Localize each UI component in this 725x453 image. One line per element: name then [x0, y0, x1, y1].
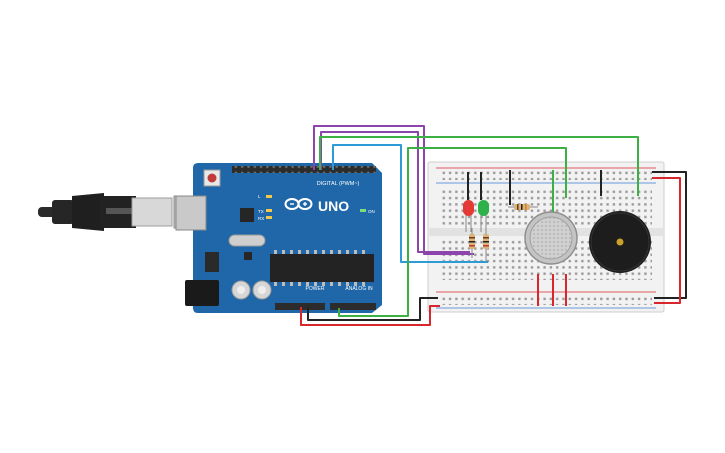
analog-header[interactable] — [330, 303, 376, 310]
reset-button[interactable] — [203, 169, 221, 187]
led-red[interactable] — [463, 200, 474, 232]
wire-red-5v[interactable] — [300, 305, 440, 326]
wire-green-1[interactable] — [319, 136, 639, 196]
wire-blue[interactable] — [332, 144, 488, 263]
resistor-led-2[interactable] — [483, 228, 489, 262]
resistor-sensor[interactable] — [508, 204, 538, 210]
wire-green-2[interactable] — [338, 147, 567, 317]
led-l-label: L — [258, 194, 261, 199]
resistor-led-1[interactable] — [469, 228, 475, 258]
wire-red-rail[interactable] — [652, 177, 681, 304]
usb-socket — [175, 195, 207, 231]
board-brand: UNO — [318, 198, 349, 214]
led-rx-label: RX — [258, 216, 264, 221]
wire-purple-1[interactable] — [313, 125, 474, 255]
on-label: ON — [368, 209, 375, 214]
gas-sensor[interactable] — [524, 211, 578, 265]
power-label: POWER — [306, 286, 325, 292]
arduino-logo-icon — [284, 198, 313, 210]
wire-black-gnd[interactable] — [307, 297, 438, 321]
led-tx-label: TX — [258, 209, 264, 214]
wire-black-rail[interactable] — [652, 171, 687, 299]
digital-label: DIGITAL (PWM~) — [317, 181, 360, 187]
microcontroller-chip — [270, 254, 374, 282]
power-jack[interactable] — [185, 280, 219, 306]
piezo-buzzer[interactable] — [589, 211, 651, 273]
power-header[interactable] — [275, 303, 325, 310]
analog-label: ANALOG IN — [345, 286, 373, 292]
arduino-board[interactable]: UNO DIGITAL (PWM~) POWER ANALOG IN ON L … — [175, 163, 382, 313]
